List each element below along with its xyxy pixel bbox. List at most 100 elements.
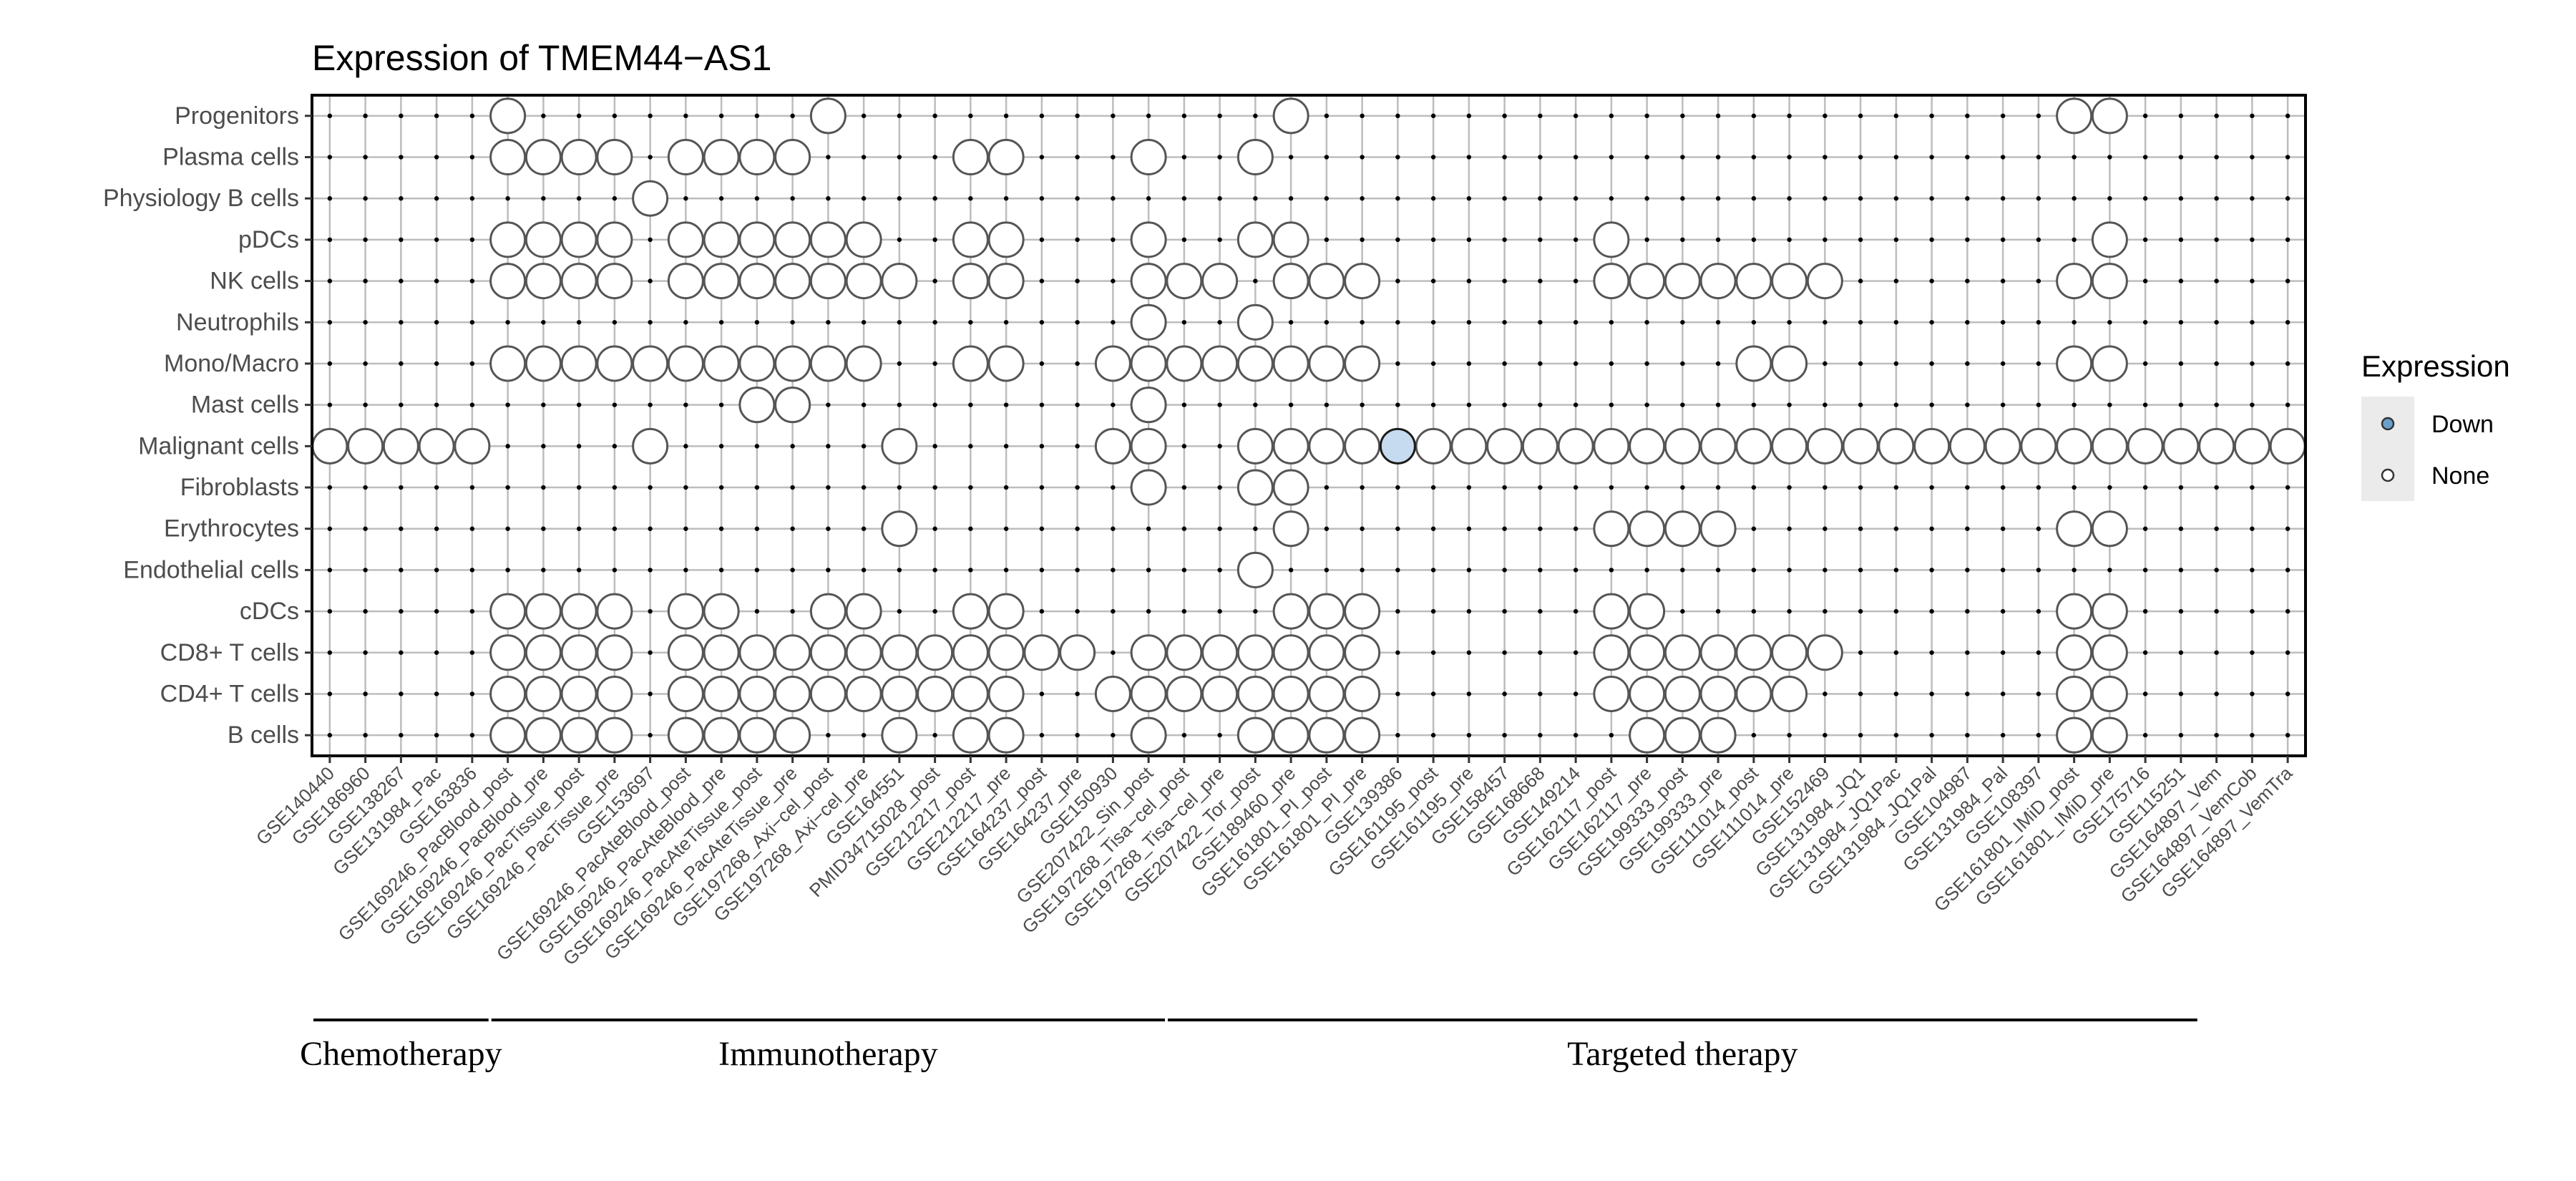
empty-marker [1075, 526, 1080, 531]
point-none [560, 139, 597, 176]
point-none [560, 263, 597, 300]
empty-marker [683, 526, 688, 531]
empty-marker [897, 402, 902, 407]
empty-marker [1111, 732, 1116, 738]
empty-marker [1965, 320, 1970, 325]
point-none [1557, 427, 1594, 465]
empty-marker [1039, 568, 1045, 573]
empty-marker [1929, 361, 1934, 366]
empty-marker [790, 608, 795, 614]
empty-marker [1430, 526, 1436, 531]
empty-marker [2000, 278, 2006, 283]
empty-marker [1929, 320, 1934, 325]
empty-marker [826, 526, 831, 531]
point-none [1486, 427, 1523, 465]
empty-marker [861, 196, 867, 201]
empty-marker [683, 485, 688, 490]
empty-marker [754, 526, 760, 531]
empty-marker [1858, 278, 1863, 283]
empty-marker [1929, 402, 1934, 407]
empty-marker [1787, 485, 1792, 490]
empty-marker [648, 526, 653, 531]
empty-marker [469, 650, 475, 655]
empty-marker [1680, 320, 1685, 325]
empty-marker [1003, 568, 1009, 573]
point-none [1308, 593, 1345, 630]
empty-marker [2036, 608, 2041, 614]
empty-marker [1395, 485, 1400, 490]
empty-marker [2214, 278, 2219, 283]
empty-marker [1146, 196, 1151, 201]
empty-marker [861, 402, 867, 407]
empty-marker [2000, 568, 2006, 573]
empty-marker [2250, 732, 2255, 738]
point-down [1379, 427, 1416, 465]
point-none [703, 263, 740, 300]
empty-marker [327, 691, 333, 696]
empty-marker [541, 526, 546, 531]
empty-marker [434, 402, 439, 407]
empty-marker [932, 361, 937, 366]
empty-marker [2000, 526, 2006, 531]
point-none [525, 593, 562, 630]
empty-marker [1111, 485, 1116, 490]
empty-marker [790, 568, 795, 573]
empty-marker [1217, 526, 1222, 531]
empty-marker [399, 650, 404, 655]
empty-marker [2072, 568, 2077, 573]
point-none [2198, 427, 2235, 465]
y-tick-label: Mast cells [191, 392, 299, 419]
empty-marker [2142, 691, 2148, 696]
point-none [1236, 345, 1274, 382]
empty-marker [2036, 278, 2041, 283]
point-none [1344, 675, 1381, 712]
empty-marker [327, 196, 333, 201]
point-none [703, 675, 740, 712]
empty-marker [612, 568, 618, 573]
empty-marker [1360, 155, 1365, 160]
point-none [2091, 221, 2128, 258]
empty-marker [897, 196, 902, 201]
point-none [2056, 634, 2093, 671]
empty-marker [1430, 361, 1436, 366]
empty-marker [1751, 568, 1757, 573]
empty-marker [1502, 155, 1507, 160]
point-none [2056, 593, 2093, 630]
empty-marker [1075, 155, 1080, 160]
empty-marker [683, 402, 688, 407]
point-none [1130, 675, 1167, 712]
empty-marker [469, 113, 475, 119]
empty-marker [1715, 155, 1721, 160]
empty-marker [861, 568, 867, 573]
empty-marker [897, 237, 902, 243]
empty-marker [1324, 155, 1330, 160]
empty-marker [327, 361, 333, 366]
empty-marker [1573, 402, 1579, 407]
empty-marker [363, 155, 368, 160]
empty-marker [861, 526, 867, 531]
point-none [809, 345, 847, 382]
empty-marker [2072, 237, 2077, 243]
empty-marker [932, 526, 937, 531]
empty-marker [1538, 568, 1543, 573]
empty-marker [363, 650, 368, 655]
empty-marker [1715, 608, 1721, 614]
empty-marker [2142, 237, 2148, 243]
empty-marker [1395, 237, 1400, 243]
point-none [774, 263, 811, 300]
empty-marker [2214, 485, 2219, 490]
empty-marker [1965, 196, 1970, 201]
empty-marker [1253, 608, 1258, 614]
empty-marker [1680, 196, 1685, 201]
empty-marker [399, 361, 404, 366]
empty-marker [327, 608, 333, 614]
empty-marker [2142, 608, 2148, 614]
empty-marker [1181, 237, 1187, 243]
empty-marker [1253, 526, 1258, 531]
empty-marker [434, 361, 439, 366]
empty-marker [2285, 732, 2290, 738]
empty-marker [1858, 155, 1863, 160]
empty-marker [1929, 278, 1934, 283]
empty-marker [469, 691, 475, 696]
